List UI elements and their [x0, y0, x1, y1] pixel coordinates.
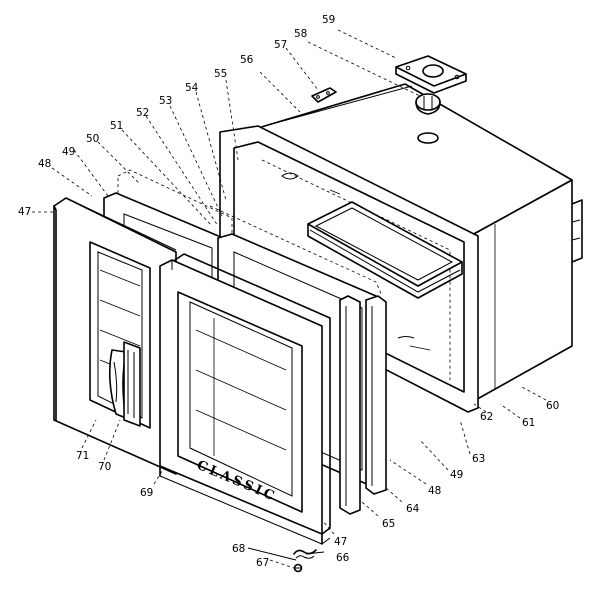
label-65: 65 — [382, 518, 395, 530]
latch-handle-70 — [108, 341, 141, 427]
label-68: 68 — [232, 543, 245, 555]
label-51: 51 — [110, 120, 123, 132]
label-66: 66 — [336, 552, 350, 564]
label-69: 69 — [140, 487, 153, 499]
label-59: 59 — [322, 14, 335, 26]
right-edge-strip — [339, 295, 387, 515]
label-67: 67 — [256, 557, 269, 569]
label-58: 58 — [294, 28, 307, 40]
label-48-top: 48 — [38, 158, 51, 170]
label-55: 55 — [214, 68, 227, 80]
label-63: 63 — [472, 453, 485, 465]
leader-lines — [32, 29, 547, 569]
label-61: 61 — [522, 417, 535, 429]
label-62: 62 — [480, 411, 493, 423]
hinge-bracket-57 — [311, 87, 337, 103]
label-54: 54 — [185, 82, 199, 94]
oven-cabinet — [257, 83, 583, 403]
front-door-69 — [159, 253, 331, 545]
spring-clip-66 — [293, 549, 317, 559]
label-71: 71 — [76, 450, 89, 462]
callout-labels: 59 58 57 56 55 54 53 52 51 50 49 48 47 7… — [18, 14, 559, 569]
label-47-bottom: 47 — [334, 536, 347, 548]
screw-67 — [293, 563, 303, 573]
label-57: 57 — [274, 39, 287, 51]
label-52: 52 — [136, 107, 149, 119]
knob-58 — [415, 93, 441, 115]
top-bracket-59 — [395, 55, 467, 94]
label-49-top: 49 — [62, 146, 75, 158]
label-50: 50 — [86, 133, 99, 145]
label-47-left: 47 — [18, 206, 31, 218]
label-70: 70 — [98, 461, 111, 473]
label-64: 64 — [406, 503, 420, 515]
label-56: 56 — [240, 54, 254, 66]
left-door-47 — [53, 197, 177, 475]
label-53: 53 — [159, 95, 172, 107]
label-49-right: 49 — [450, 469, 463, 481]
label-48-right: 48 — [428, 485, 441, 497]
label-60: 60 — [546, 400, 559, 412]
